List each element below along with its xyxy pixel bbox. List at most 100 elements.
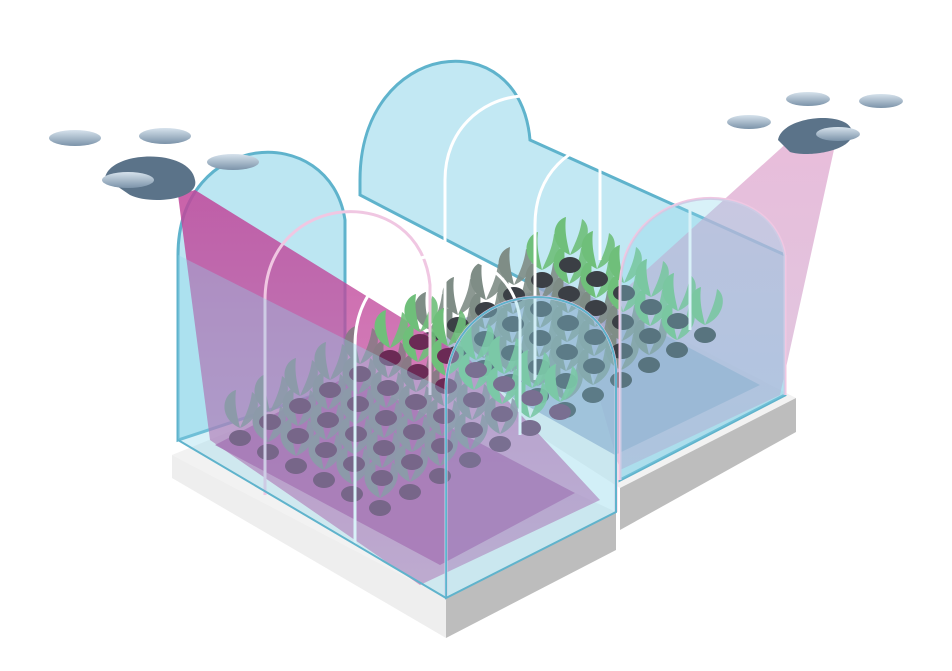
- leaf: [689, 287, 705, 325]
- leaf: [544, 364, 560, 402]
- right-greenhouse-arch: [533, 138, 692, 380]
- pot: [375, 410, 397, 426]
- pot: [666, 342, 688, 358]
- pot: [289, 398, 311, 414]
- pot: [611, 343, 633, 359]
- pot: [582, 387, 604, 403]
- pot: [459, 452, 481, 468]
- leaf: [488, 336, 504, 374]
- leaf: [532, 352, 550, 388]
- leaf: [651, 261, 669, 297]
- pot: [694, 327, 716, 343]
- pot: [405, 394, 427, 410]
- pot: [584, 329, 606, 345]
- pot: [463, 392, 485, 408]
- leaf: [542, 234, 560, 270]
- left-base-front: [172, 455, 446, 638]
- pot: [640, 299, 662, 315]
- plant: [404, 294, 438, 350]
- leaf: [498, 247, 514, 285]
- leaf: [624, 247, 642, 283]
- pot: [638, 357, 660, 373]
- pot: [315, 442, 337, 458]
- pot: [559, 257, 581, 273]
- right-greenhouse-arch: [618, 197, 787, 480]
- leaf: [486, 264, 504, 300]
- pot: [285, 458, 307, 474]
- left-greenhouse-edge: [177, 439, 447, 599]
- leaf: [300, 360, 318, 396]
- pot: [369, 500, 391, 516]
- plant: [488, 336, 522, 392]
- leaf: [270, 376, 288, 412]
- pot: [403, 424, 425, 440]
- pot: [549, 404, 571, 420]
- leaf: [635, 259, 651, 297]
- leaf: [330, 344, 348, 380]
- leaf: [224, 390, 240, 428]
- leaf: [390, 312, 408, 348]
- pot: [667, 313, 689, 329]
- right-base-side: [620, 398, 796, 530]
- pot: [521, 390, 543, 406]
- leaf: [314, 342, 330, 380]
- pot: [465, 362, 487, 378]
- pot: [586, 271, 608, 287]
- pot: [433, 408, 455, 424]
- leaf: [662, 273, 678, 311]
- plant: [689, 287, 723, 343]
- plant: [284, 358, 318, 414]
- pot: [319, 382, 341, 398]
- right-greenhouse: [358, 59, 835, 483]
- pot: [229, 430, 251, 446]
- leaf: [470, 262, 486, 300]
- leaf: [458, 279, 476, 315]
- leaf: [581, 231, 597, 269]
- plant: [635, 259, 669, 315]
- right-drone: [727, 92, 903, 154]
- left-drone: [49, 128, 259, 200]
- pot: [371, 470, 393, 486]
- left-base-side: [446, 512, 616, 638]
- leaf: [284, 358, 300, 396]
- leaf: [448, 310, 466, 346]
- pot: [557, 315, 579, 331]
- plant: [224, 390, 258, 446]
- pot: [558, 286, 580, 302]
- right-drone-body: [778, 118, 853, 154]
- pot: [519, 420, 541, 436]
- pot: [401, 454, 423, 470]
- pot: [556, 344, 578, 360]
- pot: [409, 334, 431, 350]
- pot: [347, 396, 369, 412]
- pot: [585, 300, 607, 316]
- pot: [341, 486, 363, 502]
- leaf: [560, 366, 578, 402]
- leaf: [374, 310, 390, 348]
- pot: [377, 380, 399, 396]
- leaf: [240, 392, 258, 428]
- leaf: [554, 217, 570, 255]
- pot: [493, 376, 515, 392]
- pot: [399, 484, 421, 500]
- left-greenhouse: [176, 150, 618, 600]
- plant: [314, 342, 348, 398]
- leaf: [360, 328, 378, 364]
- left-greenhouse-front-glass: [445, 296, 617, 600]
- leaf: [570, 219, 588, 255]
- pot: [583, 358, 605, 374]
- pot: [639, 328, 661, 344]
- pot: [407, 364, 429, 380]
- pot: [373, 440, 395, 456]
- pot: [257, 444, 279, 460]
- rotor-icon: [49, 128, 259, 188]
- pot: [317, 412, 339, 428]
- leaf: [504, 338, 522, 374]
- leaf: [514, 249, 532, 285]
- pot: [489, 436, 511, 452]
- leaf: [705, 289, 723, 325]
- pot: [491, 406, 513, 422]
- plant: [470, 262, 504, 318]
- leaf: [432, 308, 448, 346]
